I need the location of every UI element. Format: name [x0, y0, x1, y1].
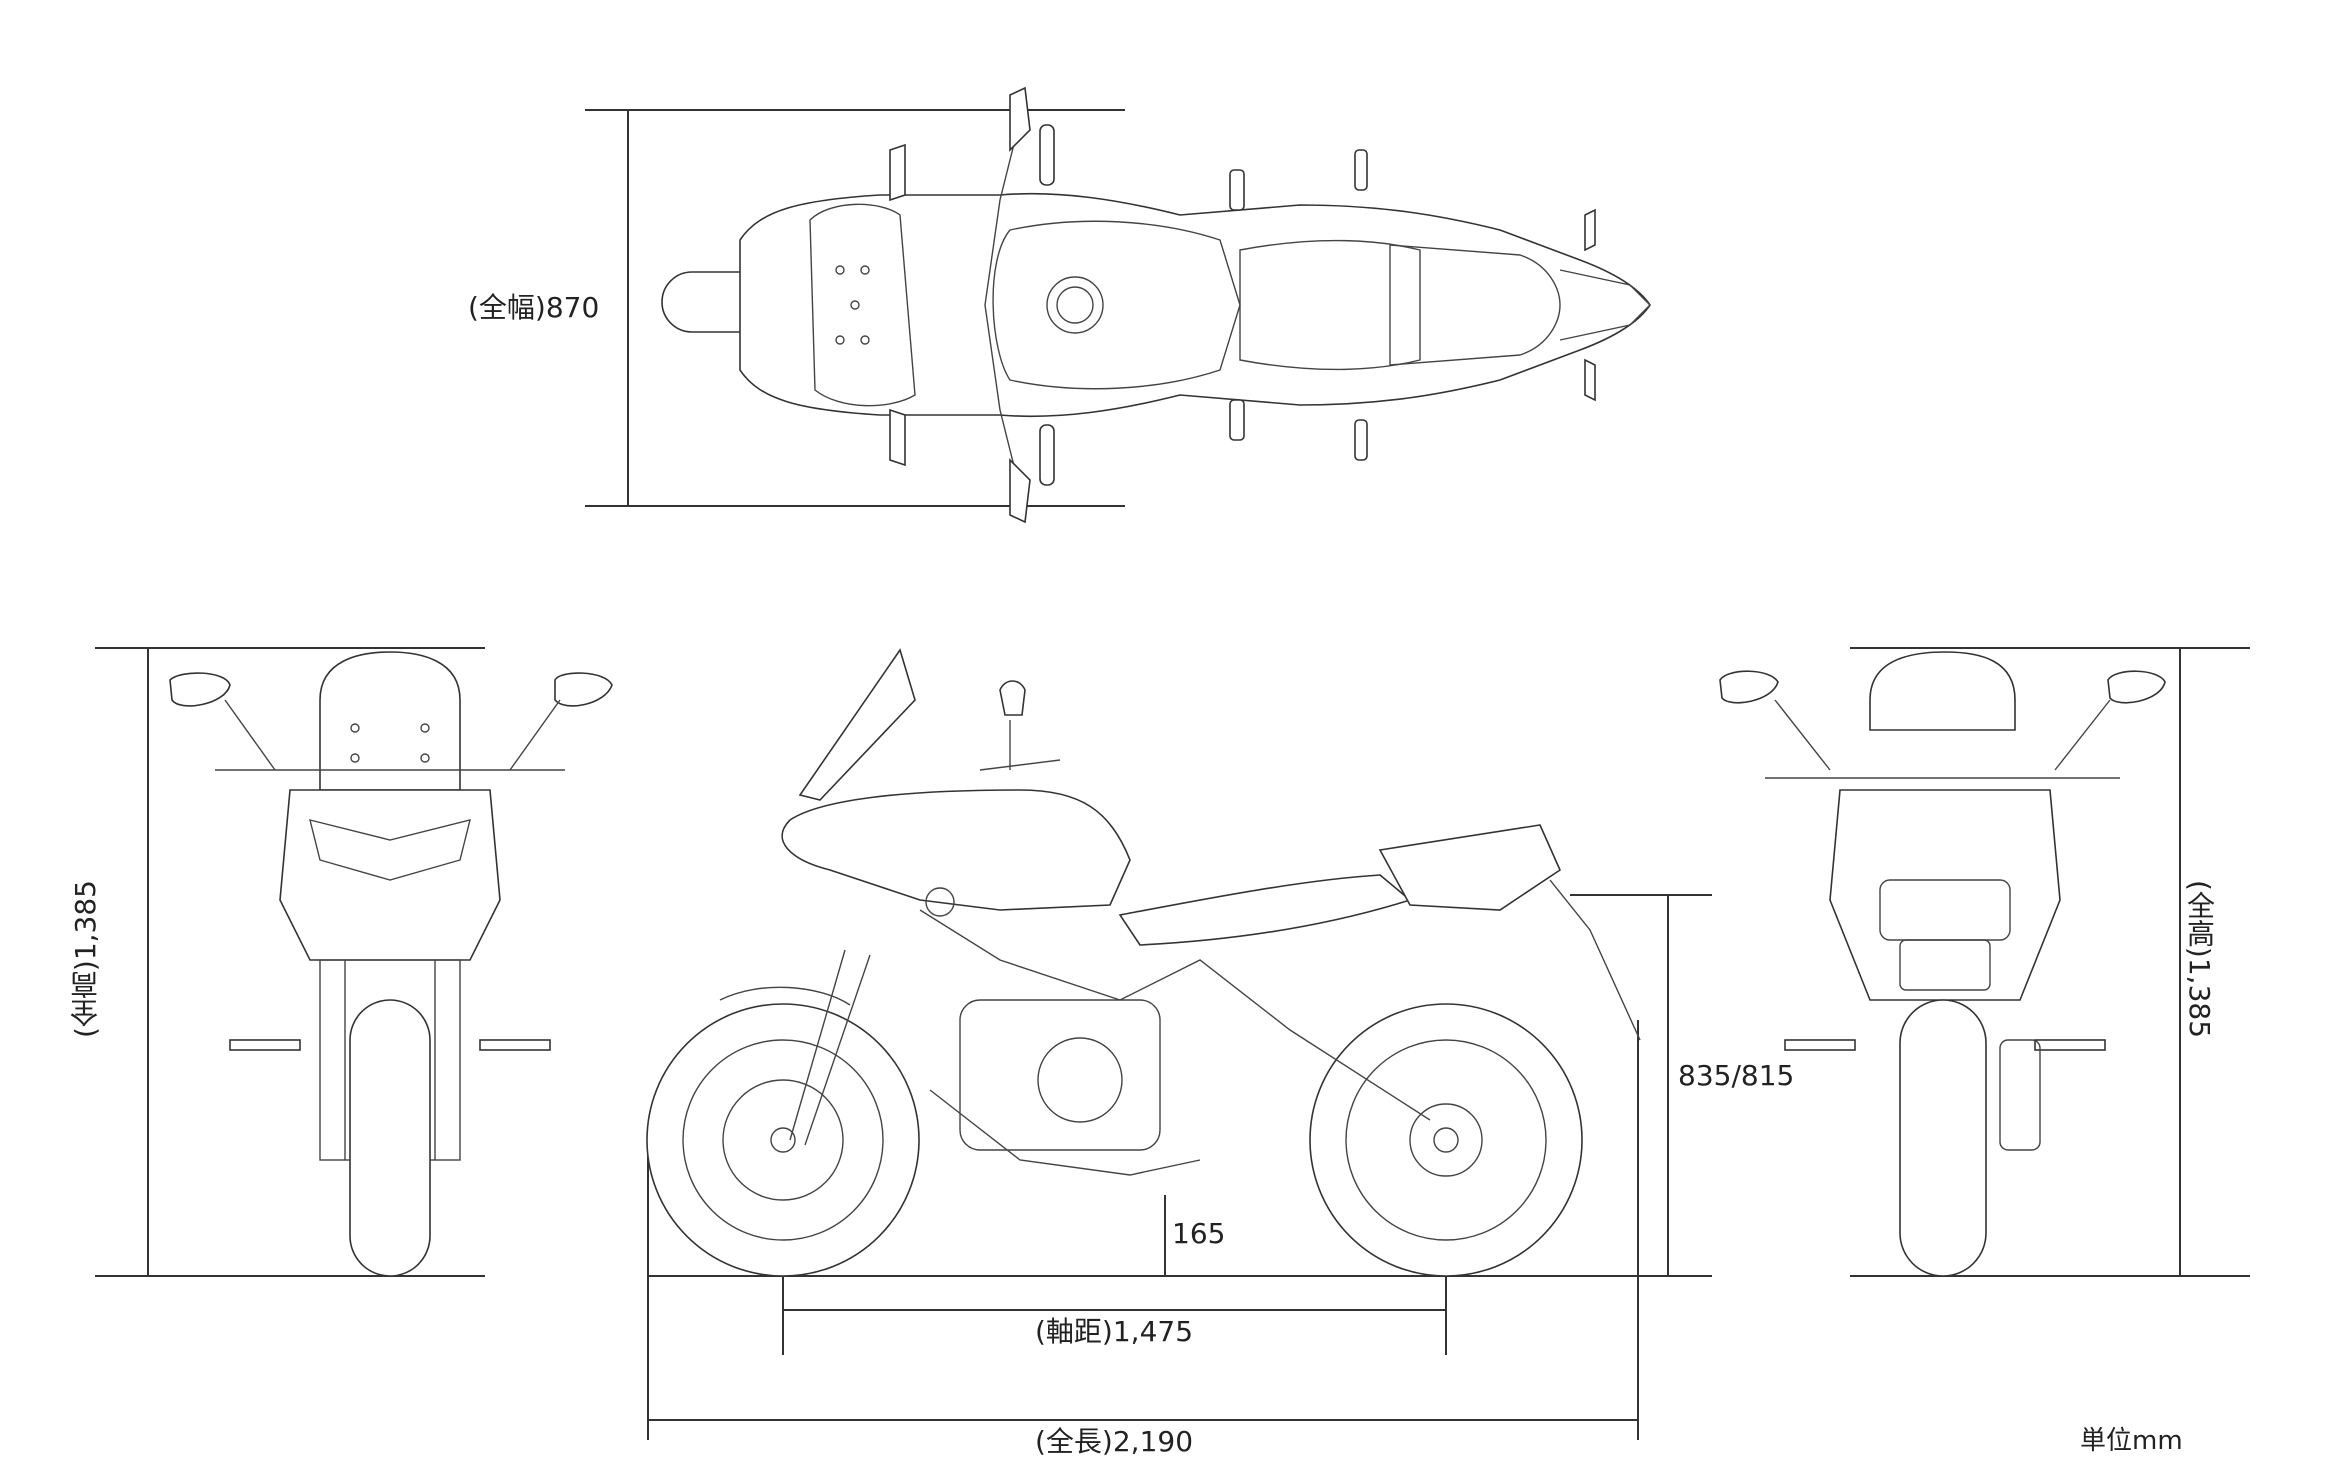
wheelbase-label: (軸距)1,475	[1035, 1315, 1194, 1348]
front-height-label: (全高)1,385	[69, 880, 102, 1039]
side-view	[646, 648, 1712, 1440]
unit-label: 単位mm	[2080, 1426, 2183, 1456]
front-view	[95, 647, 613, 1277]
ground-clearance-label: 165	[1172, 1217, 1226, 1250]
rear-height-label: (全高)1,385	[2183, 880, 2216, 1039]
front-height-label-text: (全高)1,385	[69, 880, 102, 1039]
rear-view	[1719, 647, 2250, 1277]
seat-height-label: 835/815	[1678, 1059, 1795, 1092]
width-label: (全幅)870	[468, 291, 600, 324]
length-label: (全長)2,190	[1035, 1425, 1194, 1458]
rear-height-label-text: (全高)1,385	[2183, 880, 2216, 1039]
top-view	[585, 86, 1651, 524]
